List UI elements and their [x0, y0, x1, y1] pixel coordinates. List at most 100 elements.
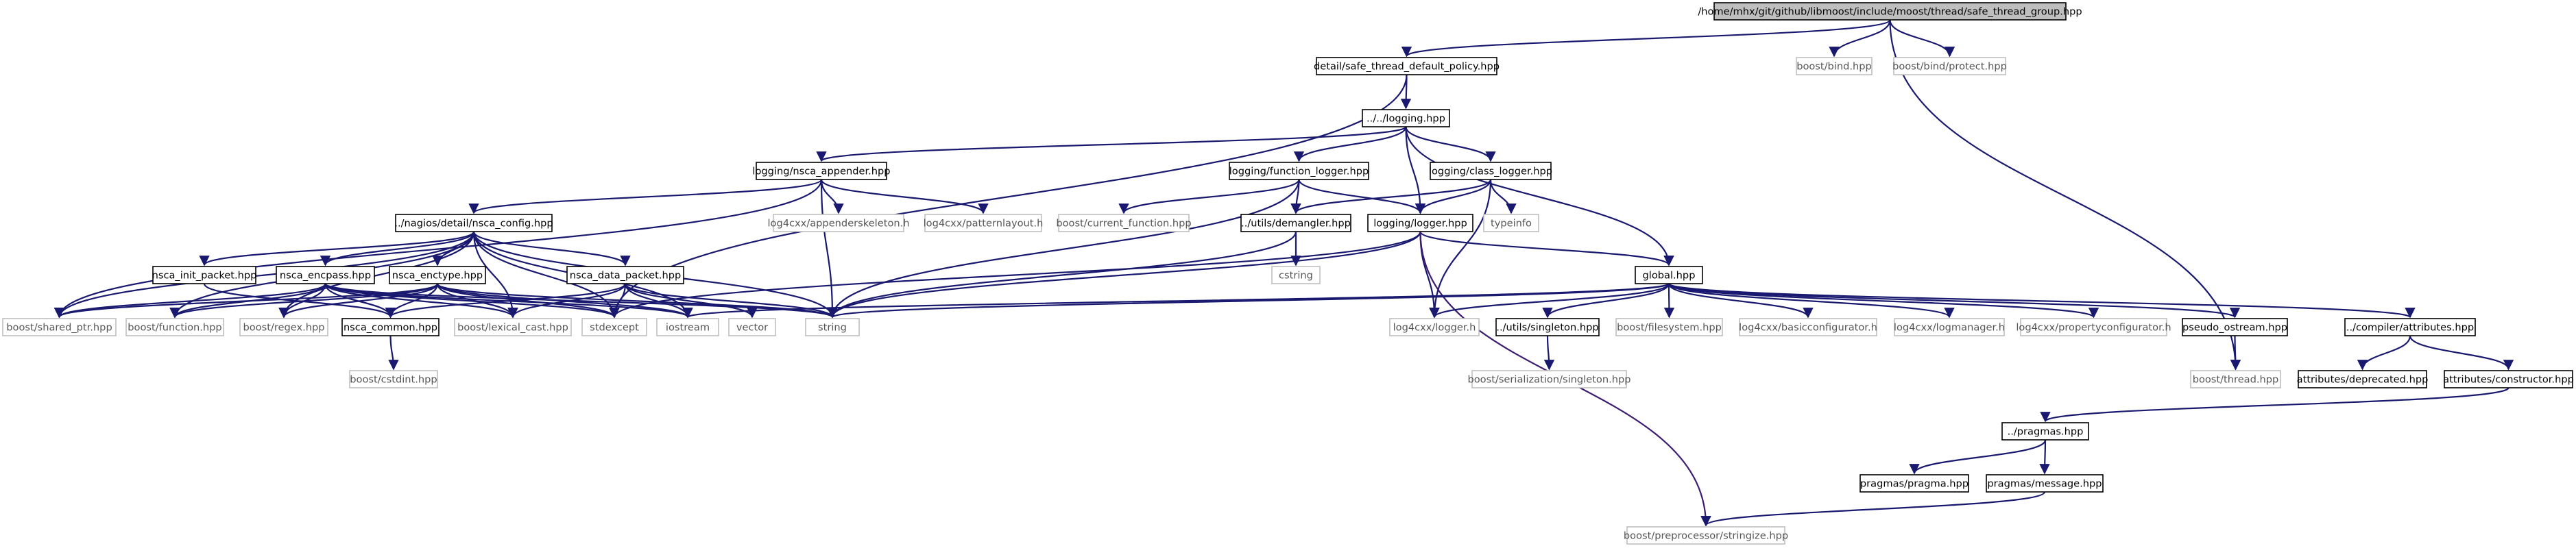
node-demangler[interactable]: ../utils/demangler.hpp [1240, 214, 1351, 232]
edge-nsca_enctype-to-string [436, 282, 838, 319]
node-box [1240, 214, 1351, 232]
node-box [276, 266, 375, 284]
node-box [395, 214, 553, 232]
node-box [656, 318, 719, 336]
node-label: nsca_encpass.hpp [280, 270, 371, 282]
node-label: nsca_data_packet.hpp [570, 270, 682, 282]
node-label: boost/function.hpp [128, 322, 221, 334]
edge-message-to-stringize [1700, 491, 2046, 527]
edge-nsca_enctype-to-stdexcept [436, 283, 620, 319]
node-label: detail/safe_thread_default_policy.hpp [1314, 61, 1500, 73]
edge-nsca_encpass-to-shared_ptr [54, 283, 326, 319]
node-patternlayout: log4cxx/patternlayout.h [924, 214, 1043, 232]
node-logging[interactable]: ../../logging.hpp [1362, 109, 1450, 127]
node-label: stdexcept [590, 322, 639, 334]
node-box [1430, 162, 1552, 180]
node-logger[interactable]: logging/logger.hpp [1367, 214, 1473, 232]
edge-singleton-to-serialization_singleton [1543, 335, 1555, 371]
edge-nsca_enctype-to-function [169, 283, 439, 319]
node-box [125, 318, 224, 336]
node-cstring: cstring [1271, 266, 1321, 284]
node-default-policy[interactable]: detail/safe_thread_default_policy.hpp [1314, 57, 1500, 75]
node-nsca-enctype[interactable]: nsca_enctype.hpp [389, 266, 486, 284]
node-label: vector [736, 322, 768, 334]
edge-nsca_config-to-nsca_data_packet [472, 231, 631, 267]
node-nsca-appender[interactable]: logging/nsca_appender.hpp [752, 162, 891, 180]
edge-compiler_attributes-to-attr_deprecated [2357, 335, 2411, 371]
node-box [239, 318, 328, 336]
node-cstdint: boost/cstdint.hpp [349, 370, 438, 388]
node-label: ../utils/singleton.hpp [1496, 322, 1598, 334]
node-attr-constructor[interactable]: attributes/constructor.hpp [2443, 370, 2574, 388]
node-box [924, 214, 1042, 232]
node-box [1362, 109, 1450, 127]
edge-class_logger-to-log4cxx_logger [1429, 179, 1492, 319]
node-box [2182, 318, 2288, 336]
node-label: attributes/deprecated.hpp [2297, 374, 2429, 386]
node-label: nsca_init_packet.hpp [152, 270, 257, 282]
node-nsca-data-packet[interactable]: nsca_data_packet.hpp [566, 266, 684, 284]
node-bind: boost/bind.hpp [1796, 57, 1873, 75]
edge-logging-to-class_logger [1405, 126, 1496, 162]
node-message[interactable]: pragmas/message.hpp [1986, 474, 2104, 493]
edge-logger-to-log4cxx_logger [1419, 231, 1440, 319]
node-attr-deprecated[interactable]: attributes/deprecated.hpp [2297, 370, 2429, 388]
node-box [1271, 266, 1321, 284]
node-pragmas[interactable]: ../pragmas.hpp [2001, 422, 2089, 441]
node-label: ../pragmas.hpp [2008, 426, 2084, 438]
edge-nsca_data_packet-to-string [624, 283, 838, 319]
edge-global-to-basicconfigurator [1668, 283, 1814, 319]
node-box [1389, 318, 1480, 336]
node-nsca-init-packet[interactable]: nsca_init_packet.hpp [152, 266, 257, 284]
node-function-logger[interactable]: logging/function_logger.hpp [1229, 162, 1369, 180]
node-pragma[interactable]: pragmas/pragma.hpp [1859, 474, 1969, 493]
node-box [2001, 422, 2089, 441]
node-box [152, 266, 256, 284]
node-box [349, 370, 438, 388]
node-pseudo-ostream[interactable]: pseudo_ostream.hpp [2182, 318, 2288, 336]
node-box [2444, 370, 2573, 388]
node-singleton[interactable]: ../utils/singleton.hpp [1495, 318, 1600, 336]
node-box [1483, 214, 1539, 232]
node-label: log4cxx/propertyconfigurator.h [2016, 322, 2171, 334]
edge-global-to-compiler_attributes [1668, 282, 2416, 319]
node-box [1229, 162, 1369, 180]
node-label: boost/regex.hpp [243, 322, 324, 334]
node-box [1796, 57, 1873, 75]
node-label: ../utils/demangler.hpp [1241, 218, 1351, 230]
node-label: ../compiler/attributes.hpp [2346, 322, 2474, 334]
edge-pseudo_ostream-to-boost_thread [2230, 335, 2241, 371]
edge-logging-to-global [1405, 126, 1674, 267]
node-filesystem: boost/filesystem.hpp [1615, 318, 1723, 336]
node-vector: vector [728, 318, 776, 336]
node-nsca-encpass[interactable]: nsca_encpass.hpp [276, 266, 375, 284]
node-box [728, 318, 776, 336]
node-label: log4cxx/logmanager.h [1894, 322, 2005, 334]
node-label: boost/filesystem.hpp [1617, 322, 1722, 334]
edge-root-to-bind_protect [1889, 19, 1955, 58]
node-label: nsca_enctype.hpp [392, 270, 483, 282]
node-compiler-attributes[interactable]: ../compiler/attributes.hpp [2344, 318, 2476, 336]
node-nsca-config[interactable]: ../nagios/detail/nsca_config.hpp [394, 214, 553, 232]
node-global[interactable]: global.hpp [1635, 266, 1703, 284]
edge-global-to-log4cxx_logger [1429, 283, 1670, 319]
node-label: typeinfo [1491, 218, 1532, 230]
node-label: logging/logger.hpp [1373, 218, 1467, 230]
edge-nsca_data_packet-to-stdexcept [609, 283, 627, 319]
node-lexical-cast: boost/lexical_cast.hpp [454, 318, 572, 336]
edge-logger-to-stdexcept [609, 231, 1421, 319]
edge-class_logger-to-demangler [1290, 179, 1492, 214]
node-label: iostream [666, 322, 710, 334]
node-label: log4cxx/logger.h [1393, 322, 1476, 334]
edge-nsca_appender-to-shared_ptr [53, 179, 823, 319]
edge-class_logger-to-logger [1415, 179, 1492, 214]
node-iostream: iostream [656, 318, 719, 336]
edge-attr_constructor-to-pragmas [2040, 386, 2509, 423]
node-nsca-common[interactable]: nsca_common.hpp [341, 318, 440, 336]
node-label: nsca_common.hpp [344, 322, 437, 334]
node-label: logging/class_logger.hpp [1429, 166, 1552, 177]
node-class-logger[interactable]: logging/class_logger.hpp [1429, 162, 1552, 180]
edge-logging-to-nsca_appender [816, 125, 1407, 162]
node-label: boost/serialization/singleton.hpp [1467, 374, 1630, 386]
node-string: string [805, 318, 860, 336]
